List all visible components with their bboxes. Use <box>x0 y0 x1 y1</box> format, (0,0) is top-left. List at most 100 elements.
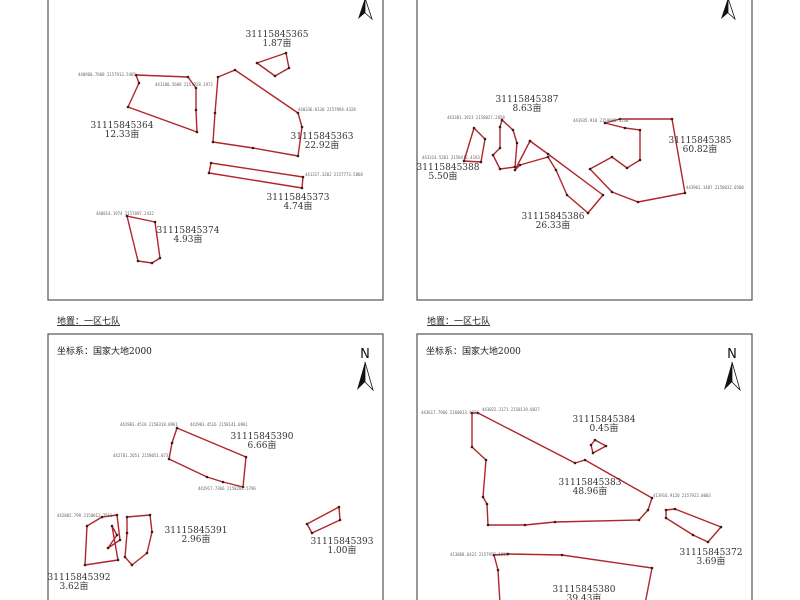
vertex-marker <box>591 451 595 455</box>
vertex-marker <box>528 139 532 143</box>
vertex-marker <box>664 508 668 512</box>
vertex-marker <box>470 411 474 415</box>
vertex-marker <box>604 444 608 448</box>
parcel-id: 31115845390 <box>231 432 294 442</box>
vertex-marker <box>554 168 558 172</box>
vertex-marker <box>496 568 500 572</box>
vertex-marker <box>115 513 119 517</box>
vertex-marker <box>116 558 120 562</box>
parcel-boundary <box>127 74 198 133</box>
parcel-area: 22.92亩 <box>305 139 340 151</box>
vertex-marker <box>500 118 504 122</box>
vertex-marker <box>518 163 522 167</box>
map-frame-top-left <box>47 0 384 301</box>
vertex-marker <box>601 193 605 197</box>
vertex-marker <box>553 520 557 524</box>
parcel-area: 48.96亩 <box>573 485 608 497</box>
vertex-marker <box>470 445 474 449</box>
vertex-marker <box>287 66 291 70</box>
parcel-id: 31115845374 <box>157 226 220 236</box>
vertex-marker <box>706 540 710 544</box>
vertex-coordinate: 442917.7366 2158282.5796 <box>198 486 256 491</box>
vertex-marker <box>211 140 215 144</box>
vertex-marker <box>255 61 259 65</box>
vertex-marker <box>588 167 592 171</box>
vertex-marker <box>573 461 577 465</box>
vertex-marker <box>301 175 305 179</box>
vertex-coordinate: 443961.1487 2158032.0500 <box>686 185 744 190</box>
vertex-marker <box>83 563 87 567</box>
vertex-marker <box>636 200 640 204</box>
vertex-marker <box>209 161 213 165</box>
parcel-boundary <box>124 514 153 566</box>
vertex-marker <box>560 553 564 557</box>
vertex-coordinate: 442983.4516 2158141.0961 <box>190 422 248 427</box>
north-arrow-icon <box>721 0 736 21</box>
vertex-marker <box>150 530 154 534</box>
vertex-marker <box>546 155 550 159</box>
vertex-marker <box>673 507 677 511</box>
svg-text:N: N <box>360 347 370 362</box>
vertex-marker <box>195 130 199 134</box>
parcel-id: 31115845391 <box>165 526 228 536</box>
parcel-area: 0.45亩 <box>589 422 618 434</box>
parcel-area: 26.33亩 <box>536 219 571 231</box>
parcel-area: 60.82亩 <box>683 143 718 155</box>
vertex-coordinate: 442781.2651 2158051.0733 <box>113 453 171 458</box>
parcel-id: 31115845363 <box>291 132 354 142</box>
vertex-marker <box>618 117 622 121</box>
vertex-marker <box>110 524 114 528</box>
vertex-marker <box>137 81 141 85</box>
vertex-marker <box>511 128 515 132</box>
vertex-marker <box>506 552 510 556</box>
vertex-coordinate: 443314.5201 2158412.4193 <box>422 155 480 160</box>
vertex-coordinate: 442983.4516 2158318.0961 <box>120 422 178 427</box>
vertex-marker <box>586 211 590 215</box>
vertex-coordinate: 440960.7608 2157913.5405 <box>78 72 136 77</box>
vertex-marker <box>589 443 593 447</box>
vertex-marker <box>638 128 642 132</box>
vertex-marker <box>498 146 502 150</box>
vertex-coordinate: 413868.6422 2157957.6016 <box>450 552 508 557</box>
parcel-id: 31115845383 <box>559 478 622 488</box>
vertex-marker <box>115 533 119 537</box>
vertex-marker <box>670 117 674 121</box>
parcel-boundary <box>168 427 247 488</box>
vertex-marker <box>513 168 517 172</box>
parcel-id: 31115845392 <box>48 573 111 583</box>
parcel-area: 4.74亩 <box>283 200 312 212</box>
map-frame-bottom-left <box>47 333 384 600</box>
parcel-id: 31115845388 <box>417 163 480 173</box>
parcel-area: 4.93亩 <box>173 233 202 245</box>
vertex-marker <box>148 513 152 517</box>
vertex-marker <box>338 518 342 522</box>
vertex-marker <box>296 111 300 115</box>
parcel-area: 3.62亩 <box>59 580 88 592</box>
vertex-marker <box>623 126 627 130</box>
vertex-coordinate: 442882.799 2158012.7561 <box>57 513 113 518</box>
vertex-marker <box>650 496 654 500</box>
vertex-marker <box>221 480 225 484</box>
north-arrow-icon: N <box>724 347 741 392</box>
vertex-marker <box>194 86 198 90</box>
parcel-area: 8.63亩 <box>512 102 541 114</box>
vertex-marker <box>491 153 495 157</box>
vertex-marker <box>251 146 255 150</box>
vertex-marker <box>130 563 134 567</box>
vertex-marker <box>481 495 485 499</box>
vertex-coordinate: 443617.7966 2160013.4376 <box>421 410 479 415</box>
vertex-marker <box>515 141 519 145</box>
vertex-marker <box>683 191 687 195</box>
vertex-marker <box>296 154 300 158</box>
parcel-boundary <box>493 553 653 600</box>
vertex-marker <box>233 68 237 72</box>
vertex-marker <box>134 73 138 77</box>
vertex-marker <box>153 220 157 224</box>
vertex-marker <box>118 538 122 542</box>
map-frame-top-right <box>416 0 753 301</box>
vertex-marker <box>194 108 198 112</box>
parcel-boundary <box>514 140 604 214</box>
vertex-marker <box>300 125 304 129</box>
vertex-marker <box>610 190 614 194</box>
